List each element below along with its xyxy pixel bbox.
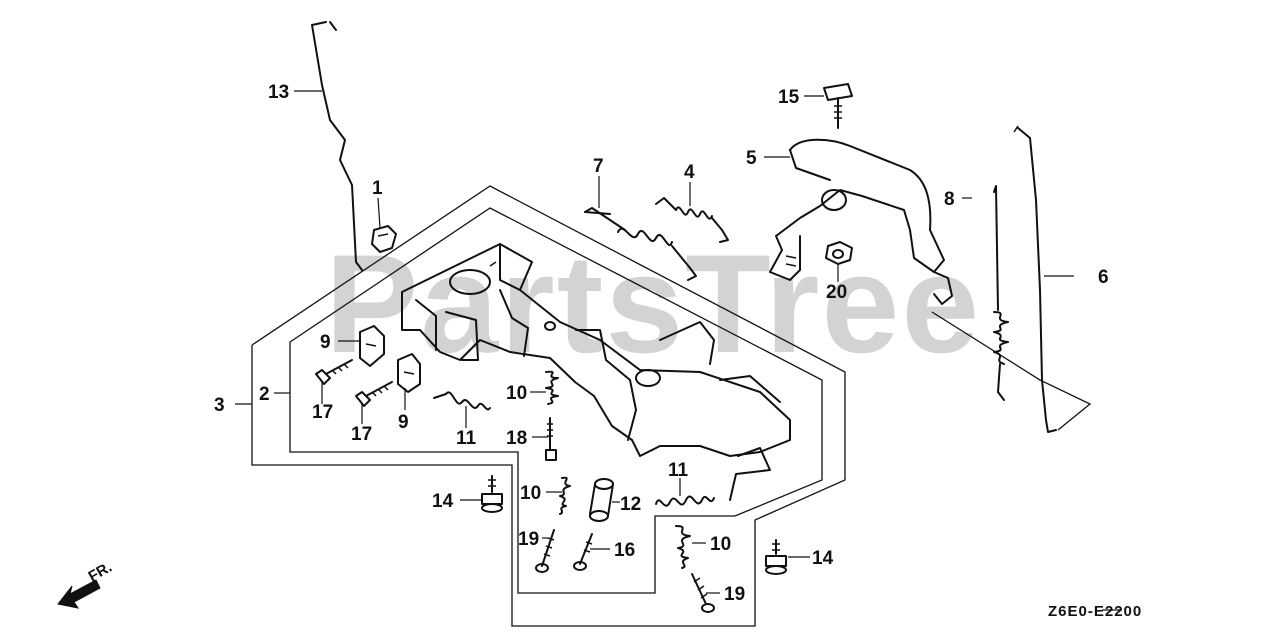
bracket-9a [359,325,385,367]
control-plate-2 [401,243,791,501]
bolt-17b [355,381,393,407]
nut-20 [825,241,853,265]
spring-11b [655,495,715,507]
callout-19a: 19 [518,529,539,550]
callout-10c: 10 [710,534,731,555]
callout-13: 13 [268,82,289,103]
callout-labels: 13 1 3 2 4 5 7 8 6 9 9 10 10 10 11 11 12… [214,82,1109,605]
callout-14a: 14 [432,491,454,512]
callout-6: 6 [1098,267,1109,288]
callout-1: 1 [372,178,383,199]
callout-8: 8 [944,189,955,210]
bolt-17a [315,359,353,385]
diagram-code: Z6E0-E2200 [1048,603,1142,620]
spring-10a [545,370,559,405]
bolt-19b [691,573,715,613]
callout-4: 4 [684,162,695,183]
assembly-3-frame [251,185,846,627]
bolt-16 [573,533,593,571]
front-direction-arrow: FR. [57,559,115,609]
leader-lines [235,90,1122,611]
bracket-9b [397,353,421,393]
bolt-18 [545,417,557,461]
spring-4 [655,197,729,243]
callout-3: 3 [214,395,225,416]
spring-11a [433,391,491,411]
rod-6 [1017,127,1057,433]
callout-15: 15 [778,87,800,108]
clip-1 [371,225,397,253]
bolt-19a [535,529,555,573]
callout-19b: 19 [724,584,745,605]
callout-11b: 11 [668,460,689,481]
lever-5 [769,138,953,305]
bolt-14b [765,539,787,575]
spring-8 [993,185,1009,401]
front-direction-label: FR. [86,559,115,586]
callout-5: 5 [746,148,757,169]
callout-18: 18 [506,428,527,449]
callout-20: 20 [826,282,847,303]
collar-12 [589,478,614,522]
callout-14b: 14 [812,548,834,569]
callout-16: 16 [614,540,635,561]
callout-9a: 9 [320,332,331,353]
callout-17b: 17 [351,424,372,445]
callout-7: 7 [593,156,604,177]
watermark-text: PartsTree [325,225,981,382]
bolt-15 [823,83,853,129]
spring-10b [559,476,571,515]
bolt-14a [481,475,503,513]
spring-7 [584,207,697,281]
callout-10b: 10 [520,483,541,504]
callout-2: 2 [259,384,270,405]
callout-9b: 9 [398,412,409,433]
callout-11a: 11 [456,428,477,449]
rod-13 [311,21,363,271]
callout-17a: 17 [312,402,333,423]
assembly-2-frame [289,207,823,594]
spring-10c [675,525,691,569]
callout-12: 12 [620,494,641,515]
callout-10a: 10 [506,383,527,404]
